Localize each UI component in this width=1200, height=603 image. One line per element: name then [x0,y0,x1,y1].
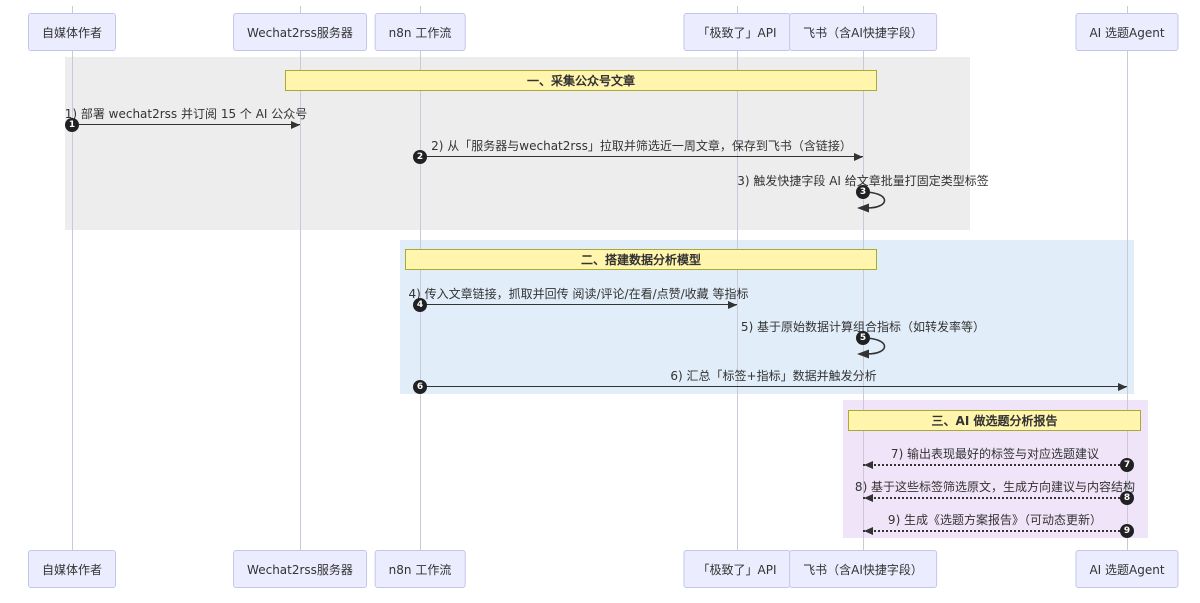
actor-ai-agent-bottom: AI 选题Agent [1075,550,1179,588]
message-6-line [420,386,1127,387]
message-7-arrowhead [864,461,873,469]
lifeline-feishu [863,6,864,555]
message-4-line [420,304,737,305]
message-5-badge: 5 [856,331,870,345]
actor-wechat2rss-bottom: Wechat2rss服务器 [233,550,367,588]
message-8-badge: 8 [1120,491,1134,505]
message-8-label: 8) 基于这些标签筛选原文，生成方向建议与内容结构 [854,480,1136,494]
lifeline-ai-agent [1127,6,1128,555]
actor-wechat2rss-top: Wechat2rss服务器 [233,13,367,51]
message-6-arrowhead [1118,383,1127,391]
actor-author-bottom: 自媒体作者 [27,550,117,588]
message-3-badge: 3 [856,185,870,199]
message-6-label: 6) 汇总「标签+指标」数据并触发分析 [670,369,877,383]
section-title-1: 一、采集公众号文章 [285,70,877,91]
message-2-line [420,156,863,157]
message-9-arrowhead [864,527,873,535]
message-8-line [863,497,1127,499]
actor-author-top: 自媒体作者 [27,13,117,51]
message-3-label: 3) 触发快捷字段 AI 给文章批量打固定类型标签 [737,174,989,188]
message-7-badge: 7 [1120,458,1134,472]
actor-feishu-top: 飞书（含AI快捷字段） [789,13,937,51]
message-7-line [863,464,1127,466]
message-1-badge: 1 [65,118,79,132]
message-2-badge: 2 [413,150,427,164]
message-1-line [72,124,300,125]
message-9-line [863,530,1127,532]
actor-jizhile-api-top: 「极致了」API [683,13,791,51]
message-2-arrowhead [854,153,863,161]
actor-feishu-bottom: 飞书（含AI快捷字段） [789,550,937,588]
actor-n8n-top: n8n 工作流 [374,13,466,51]
lifeline-author [72,6,73,555]
message-4-arrowhead [728,301,737,309]
actor-ai-agent-top: AI 选题Agent [1075,13,1179,51]
message-9-badge: 9 [1120,524,1134,538]
message-4-badge: 4 [413,298,427,312]
lifeline-n8n [420,6,421,555]
lifeline-jizhile-api [737,6,738,555]
section-title-3: 三、AI 做选题分析报告 [848,410,1141,431]
message-9-label: 9) 生成《选题方案报告》（可动态更新） [887,513,1103,527]
message-5-label: 5) 基于原始数据计算组合指标（如转发率等） [740,320,986,334]
message-4-label: 4) 传入文章链接，抓取并回传 阅读/评论/在看/点赞/收藏 等指标 [408,287,749,301]
message-1-arrowhead [291,121,300,129]
actor-jizhile-api-bottom: 「极致了」API [683,550,791,588]
message-7-label: 7) 输出表现最好的标签与对应选题建议 [890,447,1100,461]
message-2-label: 2) 从「服务器与wechat2rss」拉取并筛选近一周文章，保存到飞书（含链接… [431,139,852,153]
message-6-badge: 6 [413,380,427,394]
message-8-arrowhead [864,494,873,502]
message-1-label: 1) 部署 wechat2rss 并订阅 15 个 AI 公众号 [64,107,308,121]
actor-n8n-bottom: n8n 工作流 [374,550,466,588]
lifeline-wechat2rss [300,6,301,555]
section-title-2: 二、搭建数据分析模型 [405,249,877,270]
